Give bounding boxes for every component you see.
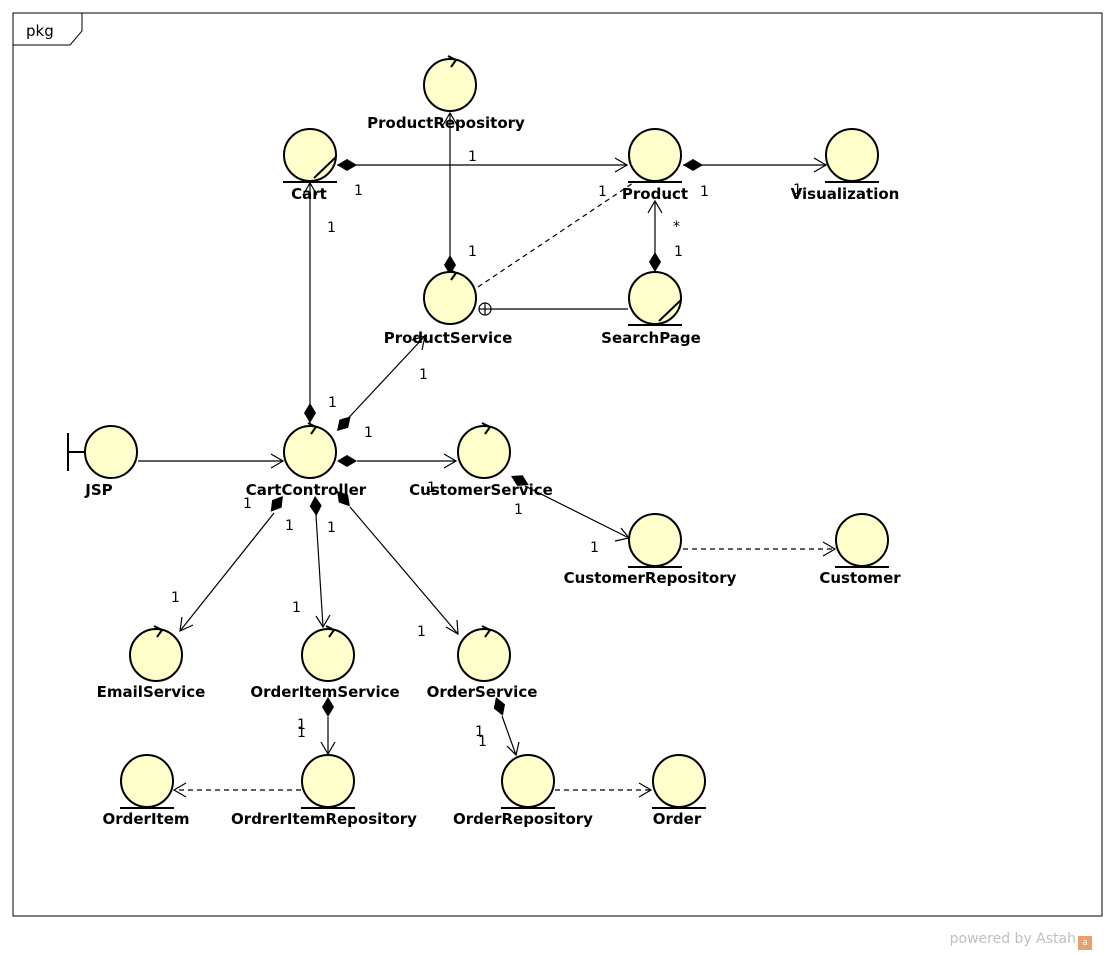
label-order-item-service: OrderItemService bbox=[250, 683, 399, 701]
nesting-symbol bbox=[478, 302, 492, 316]
controller-top-diamond bbox=[304, 403, 316, 423]
searchpage-diamond bbox=[649, 252, 661, 272]
label-product-repository: ProductRepository bbox=[367, 114, 525, 132]
mult-controller-top: 1 bbox=[328, 395, 337, 411]
boundary-entity-icon[interactable] bbox=[283, 128, 337, 183]
entity-icon[interactable] bbox=[628, 513, 682, 568]
mult-customer-service-left: 1 bbox=[427, 480, 436, 496]
boundary-entity-icon[interactable] bbox=[628, 271, 682, 326]
label-visualization: Visualization bbox=[791, 185, 900, 203]
mult-controller-orderitem-source: 1 bbox=[285, 518, 294, 534]
controller-orderitem-line bbox=[315, 514, 324, 628]
mult-customer-repository-left: 1 bbox=[590, 540, 599, 556]
boundary-icon[interactable] bbox=[67, 425, 138, 479]
controller-order-arrow bbox=[445, 619, 459, 636]
mult-orderitem-repo-a: 1 bbox=[297, 717, 306, 733]
mult-controller-service-source: 1 bbox=[364, 425, 373, 441]
label-order-service: OrderService bbox=[427, 683, 538, 701]
service-repository-arrow bbox=[442, 111, 458, 126]
controller-email-line bbox=[179, 512, 275, 632]
entity-icon[interactable] bbox=[120, 754, 174, 809]
jsp-controller-arrow bbox=[270, 453, 285, 469]
controller-service-arrow bbox=[411, 335, 426, 351]
mult-product-left: 1 bbox=[598, 184, 607, 200]
entity-icon[interactable] bbox=[825, 128, 879, 183]
watermark-text: powered by Astah bbox=[949, 931, 1076, 947]
mult-email-target: 1 bbox=[171, 590, 180, 606]
control-icon[interactable] bbox=[301, 625, 355, 682]
label-order-item-repository: OrdrerItemRepository bbox=[231, 810, 417, 828]
mult-search-product-one: 1 bbox=[674, 244, 683, 260]
controller-right-diamond bbox=[337, 455, 357, 467]
control-icon[interactable] bbox=[457, 625, 511, 682]
astah-logo-icon: a bbox=[1078, 936, 1092, 950]
control-icon[interactable] bbox=[423, 55, 477, 112]
label-product: Product bbox=[622, 185, 688, 203]
frame-tab bbox=[13, 12, 83, 46]
label-jsp: JSP bbox=[84, 481, 112, 499]
mult-repo-service-end: 1 bbox=[468, 244, 477, 260]
mult-controller-service-target: 1 bbox=[419, 367, 428, 383]
controller-orderitem-arrow bbox=[315, 614, 331, 629]
label-order-item: OrderItem bbox=[102, 810, 189, 828]
product-visualization-arrow bbox=[813, 157, 828, 173]
mult-orderitem-repo-b: 1 bbox=[297, 725, 306, 741]
search-product-arrow bbox=[647, 199, 663, 214]
mult-order-target: 1 bbox=[417, 624, 426, 640]
package-frame bbox=[12, 12, 1103, 917]
label-order: Order bbox=[653, 810, 702, 828]
orderitem-dependency-arrow bbox=[172, 782, 187, 798]
entity-icon[interactable] bbox=[835, 513, 889, 568]
controller-service-line bbox=[339, 335, 426, 428]
entity-icon[interactable] bbox=[501, 754, 555, 809]
controller-order-line bbox=[349, 506, 459, 635]
mult-order-repo-a: 1 bbox=[475, 724, 484, 740]
mult-cart-product-target: 1 bbox=[468, 149, 477, 165]
mult-orderitem-target: 1 bbox=[292, 600, 301, 616]
label-order-repository: OrderRepository bbox=[453, 810, 593, 828]
product-diamond bbox=[683, 159, 703, 171]
cart-product-arrow bbox=[614, 157, 629, 173]
entity-icon[interactable] bbox=[652, 754, 706, 809]
service-product-dependency bbox=[477, 182, 634, 288]
mult-controller-order-source: 1 bbox=[327, 520, 336, 536]
customer-repo-line bbox=[524, 485, 630, 539]
control-icon[interactable] bbox=[129, 625, 183, 682]
mult-controller-email-source: 1 bbox=[243, 496, 252, 512]
mult-cart-product-source: 1 bbox=[354, 183, 363, 199]
mult-customer-service-below: 1 bbox=[514, 502, 523, 518]
label-email-service: EmailService bbox=[97, 683, 206, 701]
frame-title: pkg bbox=[26, 22, 54, 40]
mult-order-repo-b: 1 bbox=[478, 734, 487, 750]
label-product-service: ProductService bbox=[384, 329, 513, 347]
cart-diamond bbox=[337, 159, 357, 171]
mult-search-product-star: * bbox=[673, 219, 680, 235]
robustness-diagram: pkg bbox=[12, 12, 1103, 917]
label-search-page: SearchPage bbox=[601, 329, 701, 347]
label-cart-controller: CartController bbox=[246, 481, 367, 499]
label-customer-service: CustomerService bbox=[409, 481, 553, 499]
order-dependency-arrow bbox=[638, 782, 653, 798]
controller-email-arrow bbox=[179, 616, 194, 633]
entity-icon[interactable] bbox=[301, 754, 355, 809]
order-repo-line bbox=[501, 715, 517, 756]
order-repo-arrow bbox=[506, 741, 520, 757]
mult-cart-controller-end: 1 bbox=[327, 220, 336, 236]
control-icon[interactable] bbox=[457, 422, 511, 479]
mult-visualization-target: 1 bbox=[793, 182, 802, 198]
controller-upright-diamond bbox=[332, 412, 356, 436]
entity-icon[interactable] bbox=[628, 128, 682, 183]
customer-dependency-arrow bbox=[822, 541, 837, 557]
controller-customer-arrow bbox=[443, 453, 458, 469]
label-cart: Cart bbox=[291, 185, 327, 203]
label-customer: Customer bbox=[819, 569, 901, 587]
label-customer-repository: CustomerRepository bbox=[564, 569, 737, 587]
mult-product-visualization-source: 1 bbox=[700, 184, 709, 200]
control-icon[interactable] bbox=[283, 422, 337, 479]
control-icon[interactable] bbox=[423, 268, 477, 325]
